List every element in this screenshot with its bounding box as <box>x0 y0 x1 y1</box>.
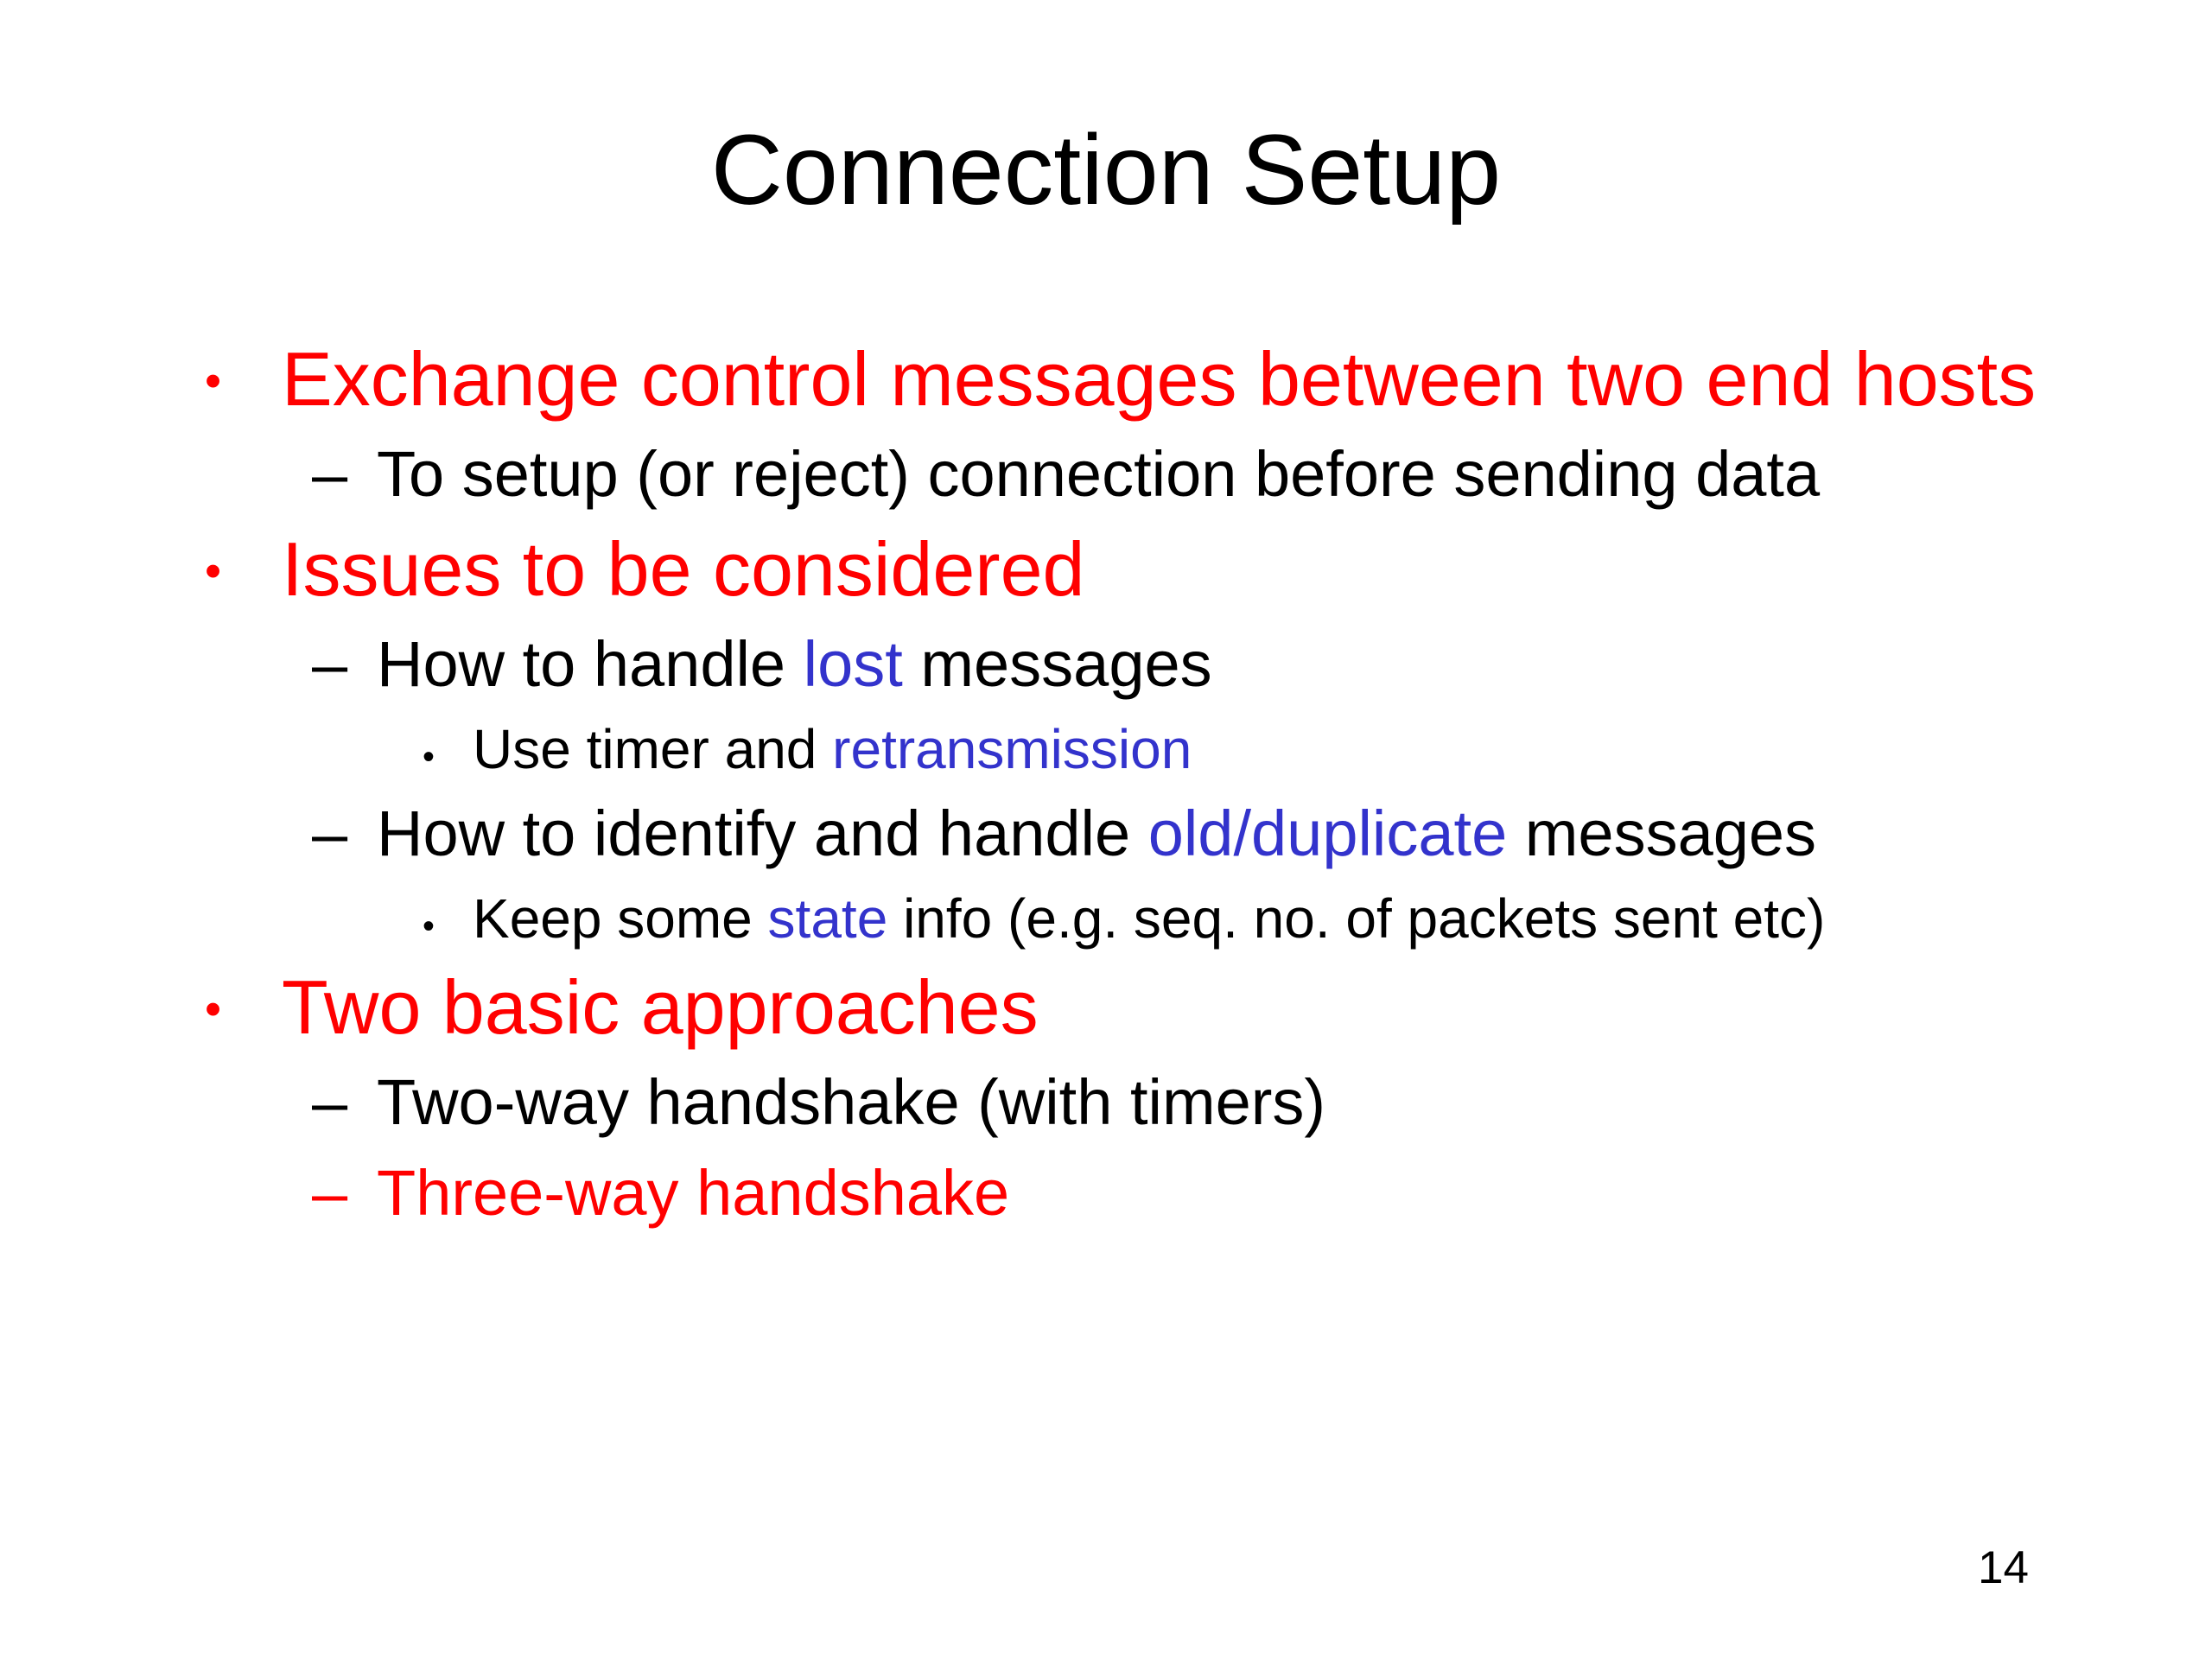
bullet-item: • Two basic approaches <box>0 960 2212 1055</box>
bullet-marker-icon: • <box>205 544 222 598</box>
bullet-marker-icon: • <box>423 737 435 776</box>
text-segment: Use timer and <box>473 717 833 780</box>
bullet-marker-icon: • <box>423 907 435 946</box>
dash-marker-icon: – <box>312 627 348 700</box>
bullet-text: Two-way handshake (with timers) <box>377 1059 1325 1146</box>
page-number: 14 <box>1978 1542 2029 1593</box>
bullet-text: Keep some state info (e.g. seq. no. of p… <box>473 881 1825 956</box>
dash-marker-icon: – <box>312 1157 348 1230</box>
bullet-text: Exchange control messages between two en… <box>282 332 2036 427</box>
bullet-text: Two basic approaches <box>282 960 1039 1055</box>
text-segment: Two basic approaches <box>282 964 1039 1051</box>
dash-marker-icon: – <box>312 1066 348 1139</box>
text-segment: Exchange control messages between two en… <box>282 336 2037 422</box>
bullet-text: To setup (or reject) connection before s… <box>377 431 1820 518</box>
text-segment: Issues to be considered <box>282 525 1085 612</box>
bullet-item: • Exchange control messages between two … <box>0 332 2212 427</box>
text-segment: messages <box>1507 798 1817 870</box>
text-segment-highlight: old/duplicate <box>1147 798 1508 870</box>
bullet-item: – How to handle lost messages <box>0 621 2212 708</box>
text-segment: Two-way handshake (with timers) <box>377 1066 1326 1139</box>
bullet-item: – To setup (or reject) connection before… <box>0 431 2212 518</box>
text-segment-highlight: state <box>767 887 888 950</box>
text-segment: Keep some <box>473 887 768 950</box>
bullet-item: – Two-way handshake (with timers) <box>0 1059 2212 1146</box>
bullet-text: Issues to be considered <box>282 522 1084 617</box>
bullet-marker-icon: • <box>205 354 222 408</box>
text-segment: How to identify and handle <box>377 798 1148 870</box>
bullet-item: • Issues to be considered <box>0 522 2212 617</box>
text-segment-highlight: lost <box>803 627 903 700</box>
text-segment: messages <box>902 627 1212 700</box>
page-title: Connection Setup <box>710 115 1502 226</box>
bullet-item: • Keep some state info (e.g. seq. no. of… <box>0 881 2212 956</box>
text-segment: Three-way handshake <box>377 1157 1010 1230</box>
bullet-marker-icon: • <box>205 982 222 1036</box>
text-segment: info (e.g. seq. no. of packets sent etc) <box>887 887 1826 950</box>
bullet-text: Three-way handshake <box>377 1150 1009 1236</box>
text-segment-highlight: retransmission <box>832 717 1192 780</box>
bullet-item: – Three-way handshake <box>0 1150 2212 1236</box>
bullet-list: • Exchange control messages between two … <box>0 332 2212 1236</box>
bullet-item: – How to identify and handle old/duplica… <box>0 791 2212 877</box>
text-segment: How to handle <box>377 627 804 700</box>
dash-marker-icon: – <box>312 798 348 870</box>
text-segment: To setup (or reject) connection before s… <box>377 438 1821 510</box>
bullet-text: How to handle lost messages <box>377 621 1212 708</box>
dash-marker-icon: – <box>312 438 348 510</box>
bullet-text: How to identify and handle old/duplicate… <box>377 791 1816 877</box>
bullet-item: • Use timer and retransmission <box>0 712 2212 786</box>
bullet-text: Use timer and retransmission <box>473 712 1192 786</box>
